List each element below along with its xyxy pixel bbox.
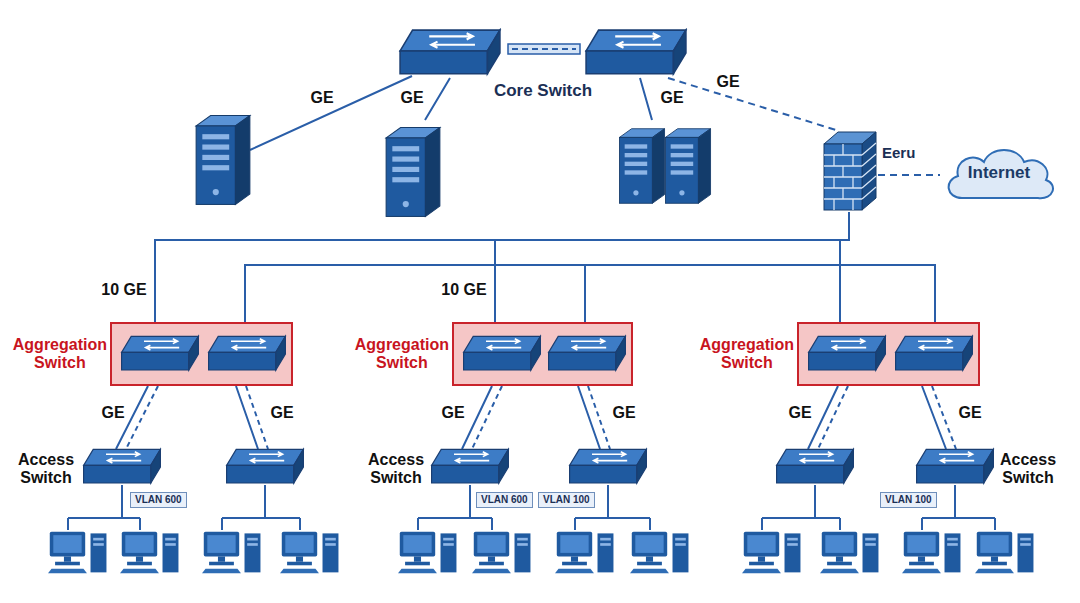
aggregation-switches [799, 324, 978, 384]
access-uplink-backup [126, 386, 956, 449]
vlan-label: VLAN 100 [885, 494, 932, 506]
vlan-label: VLAN 600 [481, 494, 528, 506]
aggregation-group: Aggregation Switch [110, 322, 293, 386]
stack-link [508, 44, 580, 54]
vlan-label: VLAN 100 [543, 494, 590, 506]
pc-icon [202, 532, 260, 574]
group-label: Aggregation Switch [13, 336, 107, 373]
pc-icon [472, 532, 530, 574]
network-link [840, 212, 849, 322]
server-icon [665, 129, 710, 204]
pc-icon [630, 532, 688, 574]
link-speed: GE [658, 89, 685, 107]
link-speed: 10 GE [99, 281, 148, 299]
group-label: Aggregation Switch [700, 336, 794, 373]
device-label: Access Switch [16, 451, 76, 486]
network-link [585, 265, 935, 322]
internet-cloud: Internet [940, 140, 1058, 206]
link-speed: GE [99, 404, 126, 422]
core-switch-icon [586, 30, 686, 74]
access-switch-icon [917, 449, 994, 483]
pc-icon [555, 532, 613, 574]
network-link [878, 174, 940, 176]
vlan-tag: VLAN 100 [538, 492, 595, 508]
pc-icon [48, 532, 106, 574]
aggregation-switch-icon [549, 336, 626, 370]
server-icon [619, 129, 664, 204]
pc-icon [902, 532, 960, 574]
link-speed: GE [610, 404, 637, 422]
network-link [155, 212, 849, 322]
aggregation-switch-icon [122, 336, 199, 370]
access-switch-icon [432, 449, 509, 483]
link-speed: GE [398, 89, 425, 107]
link-speed: GE [268, 404, 295, 422]
access-switch-icon [777, 449, 854, 483]
link-speed: 10 GE [439, 281, 488, 299]
access-uplink [116, 386, 946, 449]
network-link [495, 212, 849, 322]
pc-icon [742, 532, 800, 574]
pc-icon [280, 532, 338, 574]
link-speed: GE [439, 404, 466, 422]
core-switch-icon [400, 30, 500, 74]
aggregation-switch-icon [809, 336, 886, 370]
access-switch-icon [84, 449, 161, 483]
device-label: Access Switch [998, 451, 1058, 486]
pc-icon [398, 532, 456, 574]
server-icon [196, 116, 250, 205]
pc-icon [975, 532, 1033, 574]
link-speed: GE [956, 404, 983, 422]
device-label: Core Switch [494, 81, 592, 101]
access-switch-icon [227, 449, 304, 483]
server-icon [386, 128, 440, 217]
aggregation-switch-icon [896, 336, 973, 370]
vlan-tag: VLAN 100 [880, 492, 937, 508]
aggregation-switches [454, 324, 631, 384]
cloud-label: Internet [968, 163, 1030, 183]
network-link [668, 78, 836, 130]
aggregation-group: Aggregation Switch [797, 322, 980, 386]
group-label: Aggregation Switch [355, 336, 449, 373]
link-speed: GE [308, 89, 335, 107]
pc-link [68, 485, 995, 530]
server-link [250, 76, 652, 150]
network-link [245, 265, 585, 322]
aggregation-group: Aggregation Switch [452, 322, 633, 386]
pc-icon [820, 532, 878, 574]
aggregation-switch-icon [209, 336, 286, 370]
stack-link-dash [512, 48, 576, 50]
vlan-tag: VLAN 600 [130, 492, 187, 508]
access-switch-icon [570, 449, 647, 483]
device-label: Access Switch [366, 451, 426, 486]
vlan-label: VLAN 600 [135, 494, 182, 506]
switch-group: Core Switch [398, 28, 688, 78]
aggregation-switches [112, 324, 291, 384]
device-label: Eeru [882, 144, 915, 161]
vlan-tag: VLAN 600 [476, 492, 533, 508]
link-speed: GE [786, 404, 813, 422]
link-speed: GE [714, 73, 741, 91]
firewall: Eeru [822, 130, 878, 212]
aggregation-switch-icon [464, 336, 541, 370]
firewall-icon [822, 130, 878, 212]
pc-icon [120, 532, 178, 574]
